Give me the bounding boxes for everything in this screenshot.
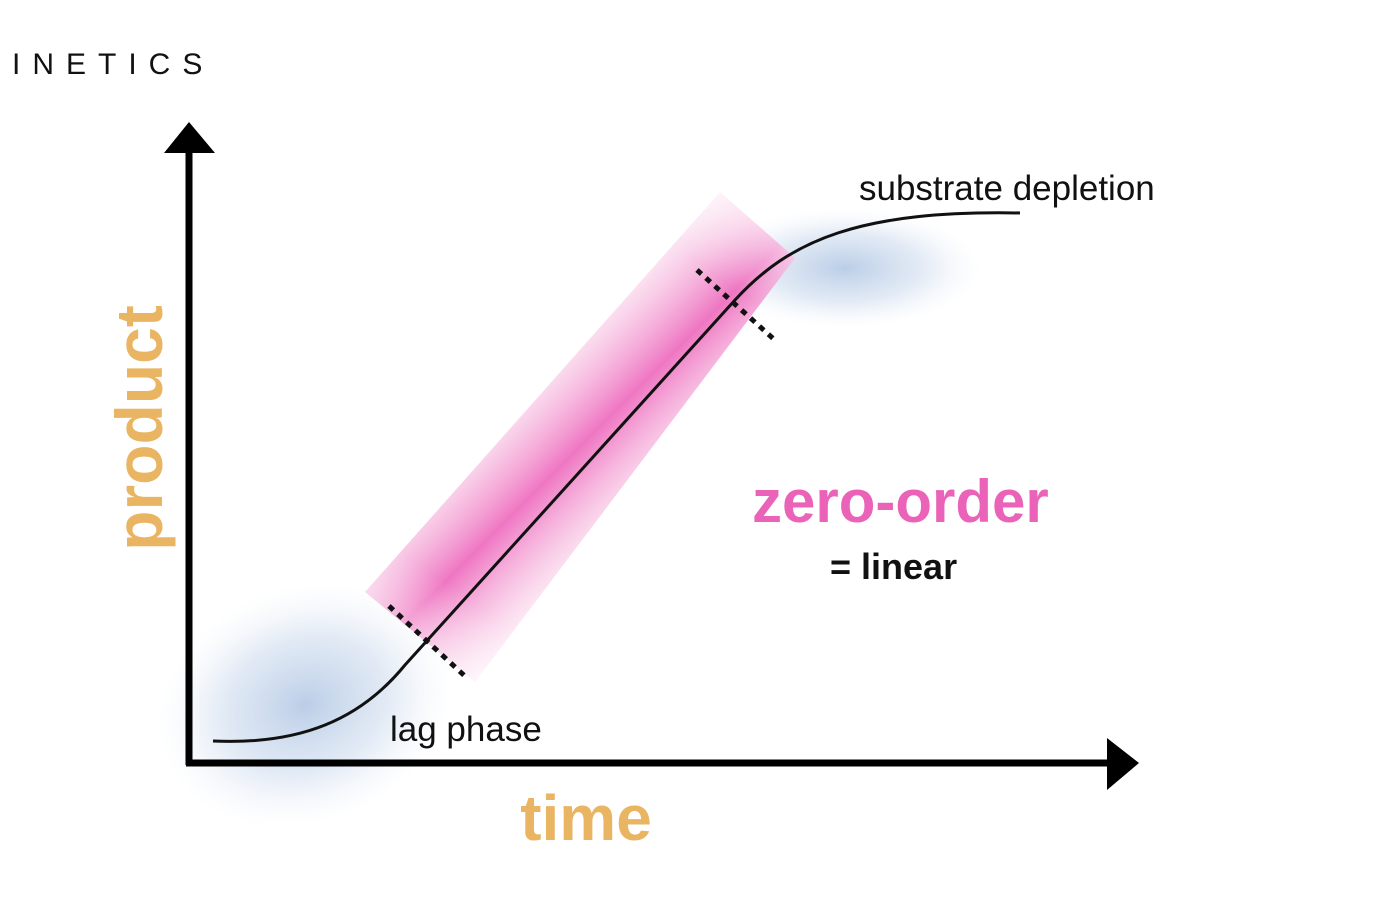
lag-phase-label: lag phase <box>390 710 542 749</box>
zero-order-label: zero-order <box>752 468 1049 535</box>
x-axis-arrowhead <box>1107 738 1139 790</box>
plateau-highlight <box>710 208 980 328</box>
lower-boundary-marker <box>387 604 470 681</box>
linear-label: = linear <box>830 546 957 587</box>
zero-order-highlight <box>365 192 795 682</box>
upper-boundary-marker <box>695 268 779 344</box>
y-axis-label: product <box>102 305 176 551</box>
page-title: INETICS <box>12 48 215 81</box>
reaction-curve <box>212 211 1021 743</box>
x-axis-label: time <box>520 782 652 854</box>
substrate-depletion-label: substrate depletion <box>859 169 1155 208</box>
y-axis-arrowhead <box>164 122 215 153</box>
